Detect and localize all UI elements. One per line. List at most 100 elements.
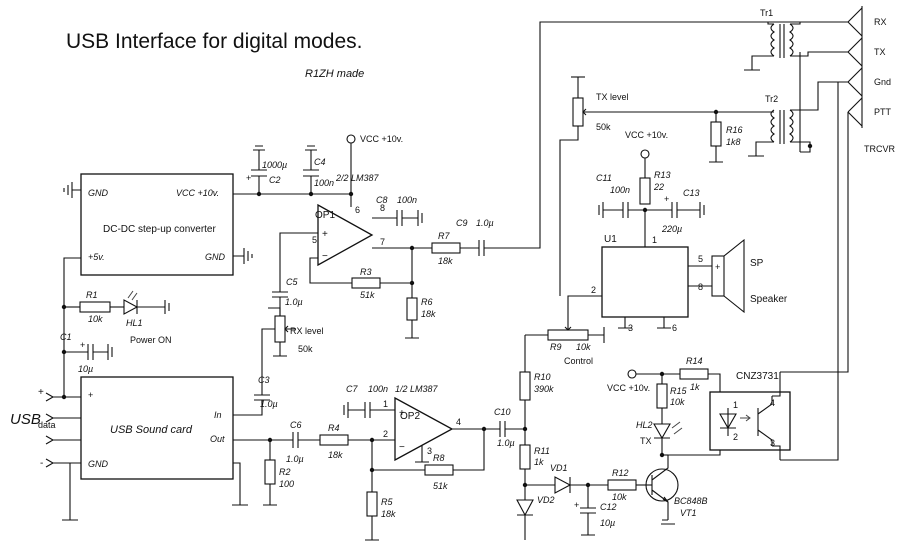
r7-value: 18k	[438, 256, 453, 266]
usb-connector: USB + data -	[10, 387, 81, 469]
r15-resistor	[656, 383, 668, 409]
trcvr-connector: RX TX Gnd PTT TRCVR	[847, 6, 895, 154]
vcc3-label: VCC +10v.	[607, 383, 650, 393]
r10-resistor	[519, 371, 531, 401]
soundcard-gnd: GND	[88, 459, 109, 469]
c9-label: C9	[456, 218, 468, 228]
c9-value: 1.0µ	[476, 218, 494, 228]
vt1-part: BC848B	[674, 496, 708, 506]
r6-label: R6	[421, 297, 433, 307]
r10-label: R10	[534, 372, 551, 382]
tr1-label: Tr1	[760, 8, 773, 18]
r6-resistor	[406, 297, 418, 321]
r8-value: 51k	[433, 481, 448, 491]
r5-label: R5	[381, 497, 393, 507]
u1-ref: U1	[604, 234, 617, 245]
r14-resistor	[679, 368, 709, 380]
op1-pin7: 7	[380, 237, 385, 247]
svg-text:+: +	[715, 262, 720, 272]
vd1-diode	[525, 476, 608, 494]
op1-pin5: 5	[312, 235, 317, 245]
hl2-label: HL2	[636, 420, 653, 430]
r4-label: R4	[328, 423, 340, 433]
r14-label: R14	[686, 356, 703, 366]
c1-value: 10µ	[78, 364, 93, 374]
r7-resistor	[431, 242, 461, 254]
r1-resistor	[79, 301, 111, 313]
r8-label: R8	[433, 453, 445, 463]
tx-level-label: TX level	[596, 92, 629, 102]
tx-level-value: 50k	[596, 122, 611, 132]
r15-value: 10k	[670, 397, 685, 407]
tx-level-pot	[572, 97, 584, 127]
hl2-tx-label: TX	[640, 436, 652, 446]
usb-plus-label: +	[38, 387, 44, 398]
hl2-led	[653, 423, 671, 455]
c4-label: C4	[314, 157, 326, 167]
u1-pin1: 1	[652, 235, 657, 245]
vcc2-label: VCC +10v.	[625, 130, 668, 140]
r2-resistor	[264, 459, 276, 485]
transformer-tr2: Tr2	[716, 81, 848, 157]
opto-label: CNZ3731	[736, 371, 779, 382]
soundcard-out: Out	[210, 434, 225, 444]
soundcard-in: In	[214, 410, 222, 420]
dcdc-vcc: VCC +10v.	[176, 188, 219, 198]
usb-label: USB	[10, 411, 41, 428]
c5-label: C5	[286, 277, 298, 287]
c12-value: 10µ	[600, 518, 615, 528]
r11-value: 1k	[534, 457, 544, 467]
r9-value: 10k	[576, 342, 591, 352]
vt1-transistor	[645, 468, 679, 502]
r11-resistor	[519, 444, 531, 470]
svg-text:+: +	[246, 173, 251, 183]
r2-label: R2	[279, 467, 291, 477]
cnz3731-optocoupler	[709, 391, 791, 451]
r6-value: 18k	[421, 309, 436, 319]
op2-pin1: 1	[383, 399, 388, 409]
svg-text:+: +	[322, 229, 328, 240]
trcvr-pin-rx: RX	[874, 17, 887, 27]
op2-pin2: 2	[383, 429, 388, 439]
opto-pin1: 1	[733, 400, 738, 410]
r4-resistor	[319, 434, 349, 446]
r12-value: 10k	[612, 492, 627, 502]
r13-value: 22	[653, 182, 664, 192]
r9-control-pot	[547, 329, 589, 341]
c10-value: 1.0µ	[497, 438, 515, 448]
c3-label: C3	[258, 375, 270, 385]
dcdc-gnd-left: GND	[88, 188, 109, 198]
c4-value: 100n	[314, 178, 334, 188]
r13-label: R13	[654, 170, 671, 180]
u1-pin5: 5	[698, 254, 703, 264]
u1-pin6: 6	[672, 323, 677, 333]
r3-label: R3	[360, 267, 372, 277]
r4-value: 18k	[328, 450, 343, 460]
dcdc-plus5: +5v.	[88, 252, 105, 262]
author-label: R1ZH made	[305, 68, 364, 80]
op2-pin3: 3	[427, 446, 432, 456]
r9-label: R9	[550, 342, 562, 352]
r3-resistor	[351, 277, 381, 289]
r16-label: R16	[726, 125, 743, 135]
opto-led	[719, 408, 737, 436]
vd2-label: VD2	[537, 495, 555, 505]
r5-resistor	[366, 491, 378, 517]
c11-label: C11	[596, 173, 612, 183]
schematic-title: USB Interface for digital modes.	[66, 30, 362, 53]
op1-pin6: 6	[355, 205, 360, 215]
op1-part-label: 2/2 LM387	[335, 173, 380, 183]
vd2-diode	[516, 485, 534, 540]
r2-value: 100	[279, 479, 294, 489]
trcvr-pin-tx: TX	[874, 47, 886, 57]
r1-label: R1	[86, 290, 98, 300]
r13-resistor	[639, 177, 651, 205]
c13-value: 220µ	[661, 224, 682, 234]
r12-resistor	[607, 479, 637, 491]
r16-value: 1k8	[726, 137, 741, 147]
svg-text:+: +	[399, 408, 405, 419]
dcdc-converter-block: DC-DC step-up converter GND VCC +10v. GN…	[80, 173, 234, 276]
hl1-led	[123, 299, 139, 315]
control-label: Control	[564, 356, 593, 366]
